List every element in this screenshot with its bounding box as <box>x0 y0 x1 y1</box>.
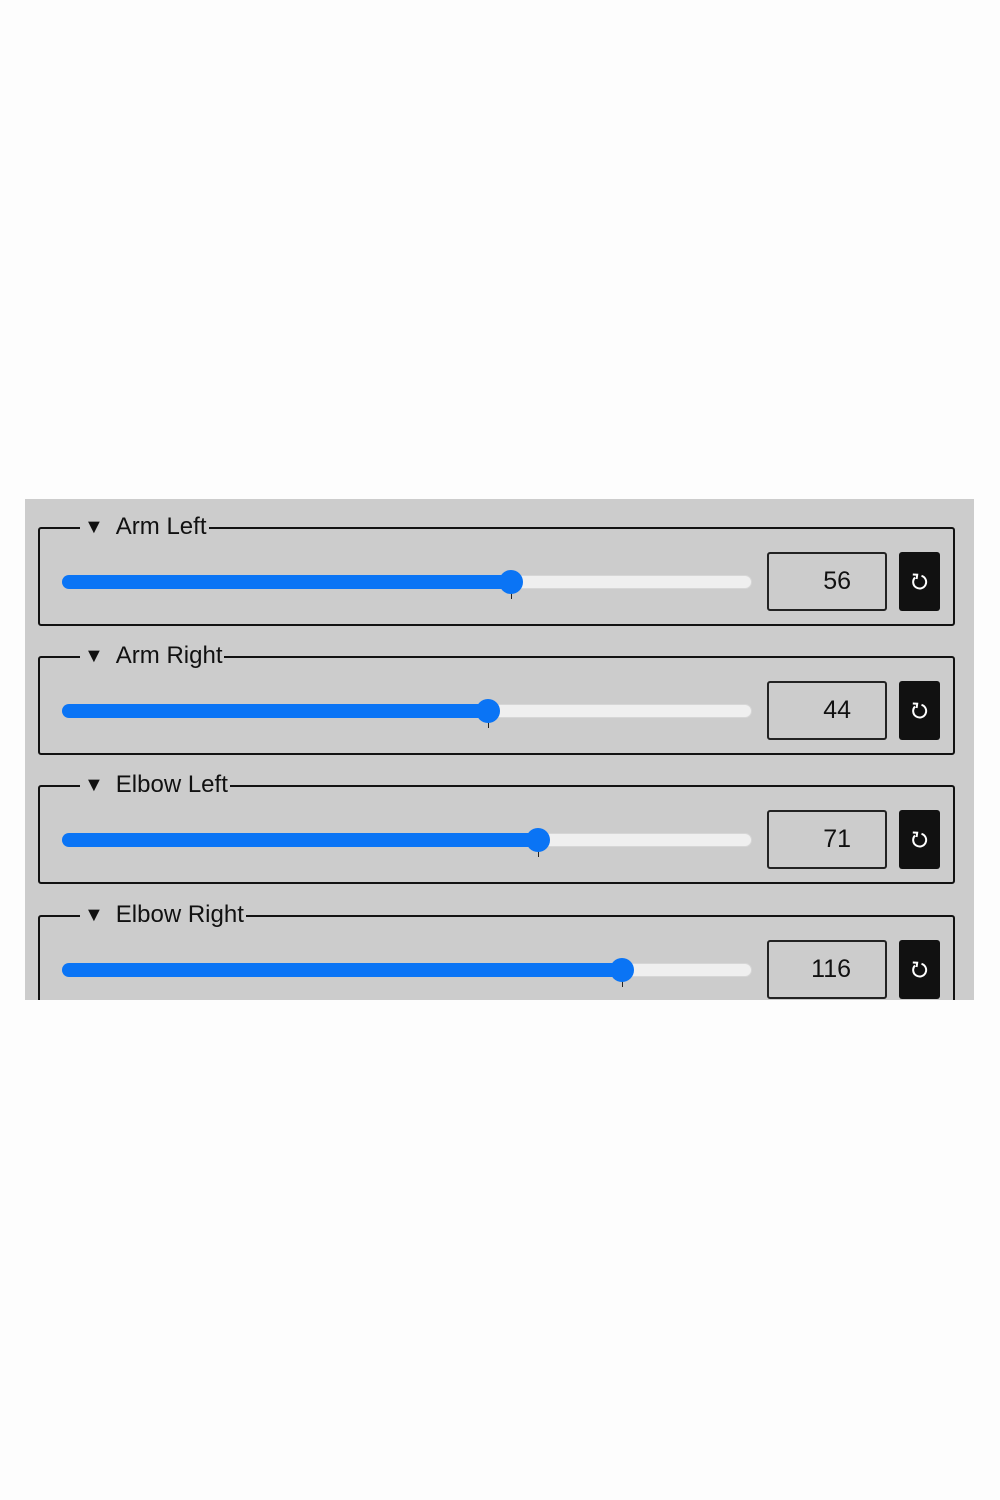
slider-fill <box>62 704 488 718</box>
group-legend: ▼ Elbow Right <box>80 900 246 930</box>
group-label: Arm Right <box>115 642 223 669</box>
reset-icon <box>911 961 927 978</box>
reset-icon <box>911 573 927 590</box>
elbow-left-slider[interactable] <box>62 828 752 857</box>
caret-down-icon[interactable]: ▼ <box>84 904 104 926</box>
group-label: Elbow Right <box>115 901 244 928</box>
control-group-arm-right: ▼ Arm Right <box>38 641 955 755</box>
group-legend: ▼ Elbow Left <box>80 770 230 800</box>
slider-thumb[interactable] <box>610 958 634 982</box>
elbow-right-value-input[interactable] <box>767 940 887 999</box>
control-group-arm-left: ▼ Arm Left <box>38 512 955 626</box>
arm-left-slider[interactable] <box>62 570 752 599</box>
controls-panel: ▼ Arm Left ▼ Arm Right <box>25 499 974 1000</box>
group-label: Elbow Left <box>115 771 228 798</box>
slider-thumb[interactable] <box>526 828 550 852</box>
group-legend: ▼ Arm Right <box>80 641 225 671</box>
arm-right-value-input[interactable] <box>767 681 887 740</box>
slider-thumb[interactable] <box>476 699 500 723</box>
arm-right-slider[interactable] <box>62 699 752 728</box>
slider-fill <box>62 575 511 589</box>
arm-right-reset-button[interactable] <box>899 681 940 740</box>
group-legend: ▼ Arm Left <box>80 512 209 542</box>
group-label: Arm Left <box>115 513 207 540</box>
arm-left-reset-button[interactable] <box>899 552 940 611</box>
reset-icon <box>911 702 927 719</box>
arm-left-value-input[interactable] <box>767 552 887 611</box>
elbow-right-reset-button[interactable] <box>899 940 940 999</box>
elbow-left-reset-button[interactable] <box>899 810 940 869</box>
elbow-right-slider[interactable] <box>62 958 752 987</box>
slider-thumb[interactable] <box>499 570 523 594</box>
control-group-elbow-left: ▼ Elbow Left <box>38 770 955 884</box>
caret-down-icon[interactable]: ▼ <box>84 774 104 796</box>
caret-down-icon[interactable]: ▼ <box>84 516 104 538</box>
control-group-elbow-right: ▼ Elbow Right <box>38 900 955 1000</box>
elbow-left-value-input[interactable] <box>767 810 887 869</box>
slider-fill <box>62 833 538 847</box>
caret-down-icon[interactable]: ▼ <box>84 645 104 667</box>
reset-icon <box>911 831 927 848</box>
slider-fill <box>62 963 622 977</box>
